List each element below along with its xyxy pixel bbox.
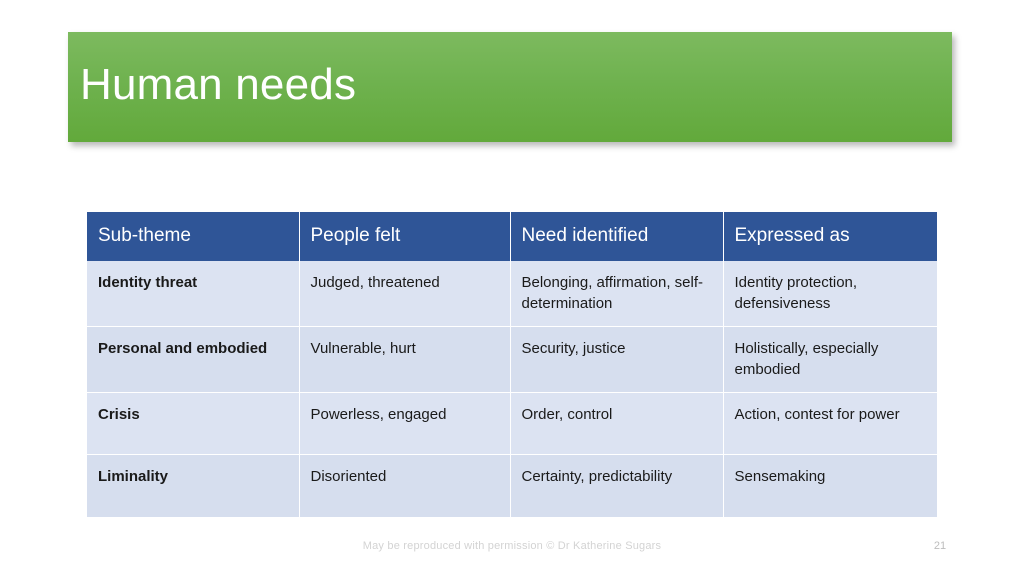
cell-people-felt: Disoriented <box>299 454 511 517</box>
cell-need-identified: Security, justice <box>510 326 724 393</box>
table-header: Sub-theme People felt Need identified Ex… <box>87 212 937 261</box>
table-row: Identity threat Judged, threatened Belon… <box>87 261 937 327</box>
cell-people-felt: Vulnerable, hurt <box>299 326 511 393</box>
column-header-sub-theme: Sub-theme <box>87 212 300 261</box>
page-number: 21 <box>933 540 947 552</box>
table-row: Personal and embodied Vulnerable, hurt S… <box>87 326 937 393</box>
cell-need-identified: Belonging, affirmation, self-determinati… <box>510 261 724 327</box>
cell-expressed-as: Action, contest for power <box>723 392 937 455</box>
cell-need-identified: Order, control <box>510 392 724 455</box>
column-header-people-felt: People felt <box>299 212 511 261</box>
table-body: Identity threat Judged, threatened Belon… <box>87 261 937 517</box>
cell-sub-theme: Crisis <box>87 392 300 455</box>
column-header-expressed-as: Expressed as <box>723 212 937 261</box>
table-row: Crisis Powerless, engaged Order, control… <box>87 392 937 455</box>
table-header-row: Sub-theme People felt Need identified Ex… <box>87 212 937 261</box>
cell-expressed-as: Sensemaking <box>723 454 937 517</box>
cell-people-felt: Powerless, engaged <box>299 392 511 455</box>
cell-people-felt: Judged, threatened <box>299 261 511 327</box>
human-needs-table: Sub-theme People felt Need identified Ex… <box>87 212 937 517</box>
footer-credit: May be reproduced with permission © Dr K… <box>362 540 662 552</box>
cell-sub-theme: Identity threat <box>87 261 300 327</box>
cell-expressed-as: Holistically, especially embodied <box>723 326 937 393</box>
table-row: Liminality Disoriented Certainty, predic… <box>87 454 937 517</box>
column-header-need-identified: Need identified <box>510 212 724 261</box>
cell-sub-theme: Personal and embodied <box>87 326 300 393</box>
page-title: Human needs <box>80 60 357 109</box>
slide-title-banner: Human needs <box>68 32 952 142</box>
cell-expressed-as: Identity protection, defensiveness <box>723 261 937 327</box>
cell-sub-theme: Liminality <box>87 454 300 517</box>
cell-need-identified: Certainty, predictability <box>510 454 724 517</box>
